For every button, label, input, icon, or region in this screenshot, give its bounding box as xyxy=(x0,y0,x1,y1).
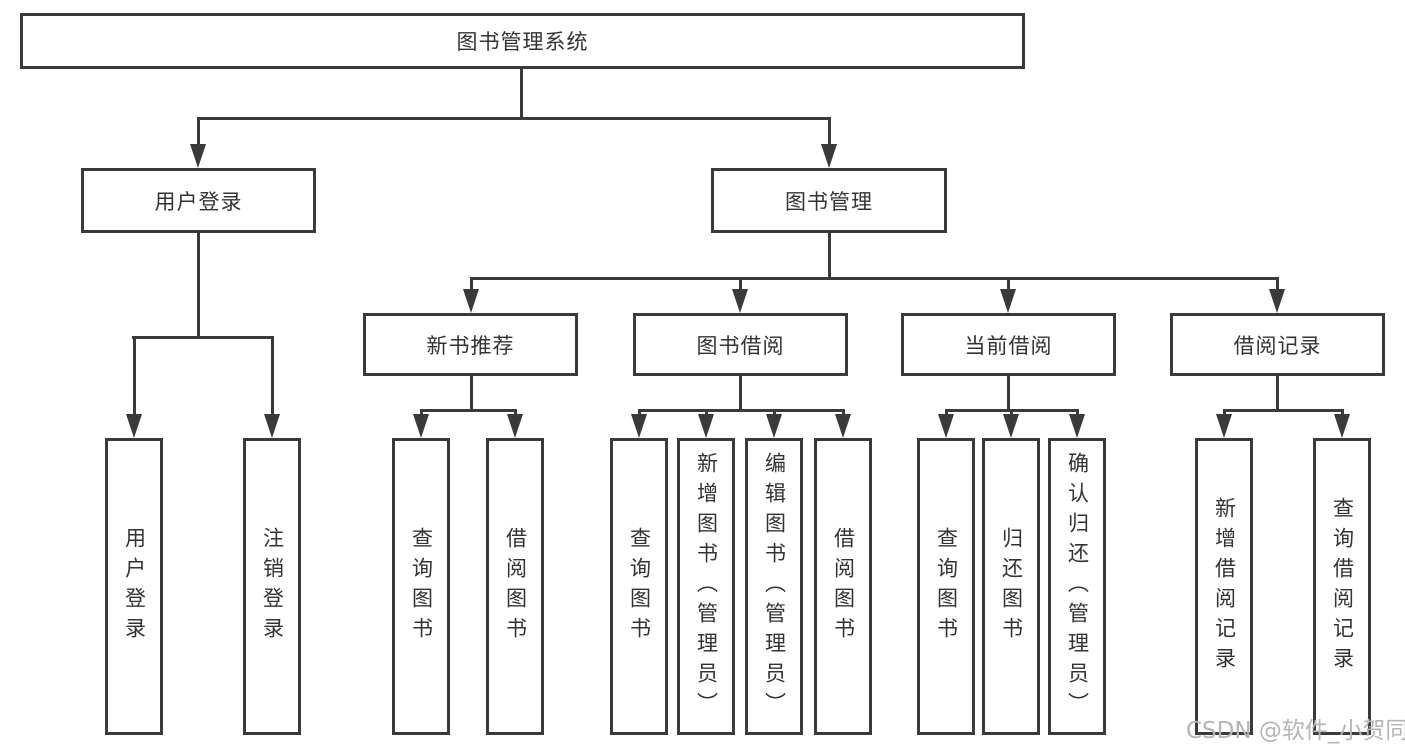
node-root: 图书管理系统 xyxy=(20,13,1025,69)
leaf-borrow-add-books-admin-label: 新增图书（管理员） xyxy=(694,451,719,722)
connector-hline xyxy=(638,409,844,412)
connector-vline xyxy=(828,117,831,149)
leaf-borrow-edit-books-admin-label: 编辑图书（管理员） xyxy=(762,451,787,722)
node-current-borrow-label: 当前借阅 xyxy=(964,333,1053,358)
connector-vline xyxy=(1276,277,1279,297)
arrowhead-down-icon xyxy=(732,289,748,313)
arrowhead-down-icon xyxy=(413,414,429,438)
csdn-watermark: CSDN @软件_小贺同学 xyxy=(1186,718,1405,744)
node-book-management: 图书管理 xyxy=(711,168,947,233)
leaf-borrow-edit-books-admin: 编辑图书（管理员） xyxy=(745,438,803,735)
arrowhead-down-icon xyxy=(631,414,647,438)
connector-vline xyxy=(739,277,742,297)
connector-vline xyxy=(271,336,274,422)
leaf-borrow-add-books-admin: 新增图书（管理员） xyxy=(677,438,735,735)
leaf-record-add-borrow-record-label: 新增借阅记录 xyxy=(1212,496,1237,677)
leaf-logout: 注销登录 xyxy=(243,438,301,735)
connector-vline xyxy=(520,69,523,119)
leaf-current-query-books: 查询图书 xyxy=(917,438,975,735)
connector-vline xyxy=(1007,374,1010,411)
arrowhead-down-icon xyxy=(463,289,479,313)
node-user-login: 用户登录 xyxy=(81,168,316,233)
node-new-book-recommend-label: 新书推荐 xyxy=(426,333,515,358)
arrowhead-down-icon xyxy=(821,144,837,168)
node-book-borrow-label: 图书借阅 xyxy=(696,333,785,358)
leaf-current-return-books-label: 归还图书 xyxy=(999,526,1024,647)
connector-vline xyxy=(470,374,473,411)
connector-hline xyxy=(420,409,516,412)
arrowhead-down-icon xyxy=(938,414,954,438)
arrowhead-down-icon xyxy=(1000,289,1016,313)
leaf-user-login-label: 用户登录 xyxy=(122,526,147,647)
node-current-borrow: 当前借阅 xyxy=(901,313,1116,376)
leaf-borrow-query-books-label: 查询图书 xyxy=(627,526,652,647)
leaf-record-query-borrow-record: 查询借阅记录 xyxy=(1313,438,1371,735)
node-book-management-label: 图书管理 xyxy=(785,189,873,214)
leaf-record-add-borrow-record: 新增借阅记录 xyxy=(1195,438,1253,735)
connector-vline xyxy=(739,374,742,411)
connector-vline xyxy=(133,336,136,422)
node-new-book-recommend: 新书推荐 xyxy=(363,313,578,376)
node-borrow-record-label: 借阅记录 xyxy=(1233,333,1322,358)
connector-vline xyxy=(197,117,200,149)
connector-vline xyxy=(470,277,473,297)
leaf-current-confirm-return-admin: 确认归还（管理员） xyxy=(1048,438,1106,735)
leaf-record-query-borrow-record-label: 查询借阅记录 xyxy=(1330,496,1355,677)
leaf-newbook-query-books-label: 查询图书 xyxy=(409,526,434,647)
leaf-user-login: 用户登录 xyxy=(105,438,163,735)
leaf-newbook-borrow-books-label: 借阅图书 xyxy=(503,526,528,647)
leaf-current-return-books: 归还图书 xyxy=(982,438,1040,735)
arrowhead-down-icon xyxy=(1334,414,1350,438)
connector-hline xyxy=(470,277,1279,280)
connector-hline xyxy=(1223,409,1343,412)
leaf-newbook-query-books: 查询图书 xyxy=(392,438,450,735)
arrowhead-down-icon xyxy=(1216,414,1232,438)
arrowhead-down-icon xyxy=(190,144,206,168)
node-borrow-record: 借阅记录 xyxy=(1170,313,1385,376)
arrowhead-down-icon xyxy=(126,414,142,438)
connector-hline xyxy=(197,117,831,120)
node-root-label: 图书管理系统 xyxy=(456,30,589,54)
arrowhead-down-icon xyxy=(1003,414,1019,438)
connector-hline xyxy=(132,336,273,339)
leaf-logout-label: 注销登录 xyxy=(260,526,285,647)
leaf-current-query-books-label: 查询图书 xyxy=(934,526,959,647)
arrowhead-down-icon xyxy=(264,414,280,438)
leaf-borrow-borrow-books-label: 借阅图书 xyxy=(831,526,856,647)
connector-vline xyxy=(1276,374,1279,411)
leaf-borrow-query-books: 查询图书 xyxy=(610,438,668,735)
leaf-current-confirm-return-admin-label: 确认归还（管理员） xyxy=(1065,451,1090,722)
connector-vline xyxy=(1007,277,1010,297)
connector-vline xyxy=(828,233,831,280)
arrowhead-down-icon xyxy=(835,414,851,438)
arrowhead-down-icon xyxy=(698,414,714,438)
node-book-borrow: 图书借阅 xyxy=(633,313,848,376)
arrowhead-down-icon xyxy=(1269,289,1285,313)
arrowhead-down-icon xyxy=(507,414,523,438)
leaf-borrow-borrow-books: 借阅图书 xyxy=(814,438,872,735)
node-user-login-label: 用户登录 xyxy=(154,189,243,214)
connector-vline xyxy=(197,232,200,338)
arrowhead-down-icon xyxy=(766,414,782,438)
arrowhead-down-icon xyxy=(1069,414,1085,438)
leaf-newbook-borrow-books: 借阅图书 xyxy=(486,438,544,735)
